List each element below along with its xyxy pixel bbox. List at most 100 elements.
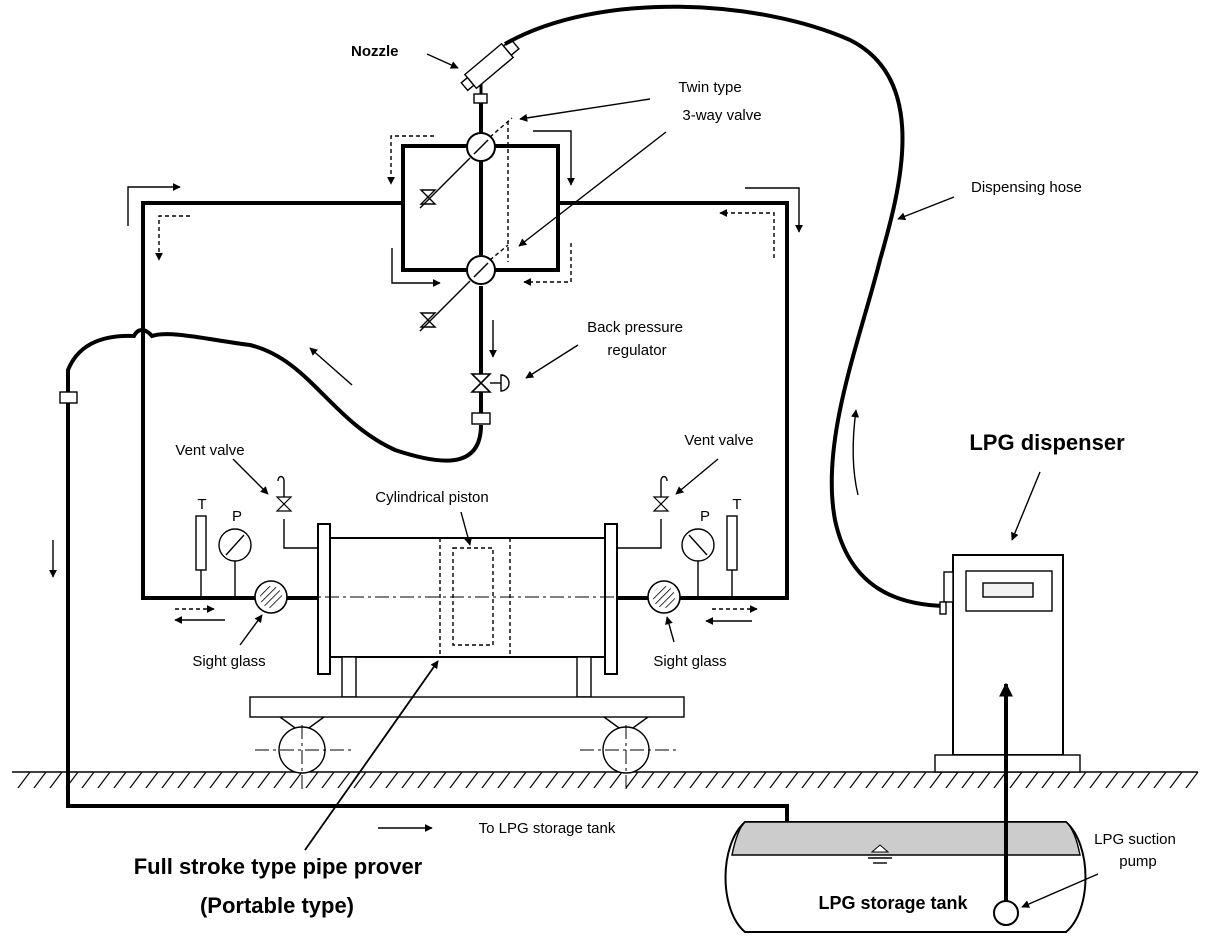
ground-hatch-stroke <box>225 771 239 789</box>
label-vent-valve-left: Vent valve <box>175 442 244 459</box>
instruments-left <box>195 475 318 614</box>
ground-hatch-stroke <box>1057 771 1071 789</box>
ground-hatch-stroke <box>353 771 367 789</box>
ground-hatch-stroke <box>657 771 671 789</box>
ground-hatch-stroke <box>609 771 623 789</box>
ground-hatch-stroke <box>209 771 223 789</box>
trolley <box>249 656 685 790</box>
ground-hatch-stroke <box>1121 771 1135 789</box>
back-pressure-regulator <box>470 373 510 425</box>
ground-hatch-stroke <box>1169 771 1183 789</box>
ground-hatch-stroke <box>1073 771 1087 789</box>
ground-hatch-stroke <box>81 771 95 789</box>
ground-hatch-stroke <box>705 771 719 789</box>
twin-3-way-valve <box>401 100 560 413</box>
labels: Nozzle Twin type 3-way valve Dispensing … <box>134 43 1176 918</box>
ground-hatch-stroke <box>321 771 335 789</box>
ground-hatch-stroke <box>17 771 31 789</box>
ground-hatch <box>17 771 1199 789</box>
label-sight-glass-right: Sight glass <box>653 653 726 670</box>
dispensing-hose <box>504 4 946 608</box>
ground-hatch-stroke <box>865 771 879 789</box>
ground-hatch-stroke <box>801 771 815 789</box>
ground-hatch-stroke <box>401 771 415 789</box>
pipe-prover <box>300 511 640 675</box>
return-pipe <box>66 328 794 902</box>
ground-hatch-stroke <box>1089 771 1103 789</box>
ground-hatch-stroke <box>513 771 527 789</box>
ground-hatch-stroke <box>241 771 255 789</box>
ground-hatch-stroke <box>161 771 175 789</box>
ground-hatch-stroke <box>113 771 127 789</box>
label-sight-glass-left: Sight glass <box>192 653 265 670</box>
ground-hatch-stroke <box>689 771 703 789</box>
ground-hatch-stroke <box>961 771 975 789</box>
label-storage-tank: LPG storage tank <box>818 893 968 913</box>
label-cylindrical-piston: Cylindrical piston <box>375 489 488 506</box>
ground-hatch-stroke <box>369 771 383 789</box>
lpg-dispenser <box>934 554 1081 773</box>
ground-hatch-stroke <box>1185 771 1199 789</box>
ground-hatch-stroke <box>273 771 287 789</box>
ground-hatch-stroke <box>257 771 271 789</box>
ground-hatch-stroke <box>817 771 831 789</box>
instruments-right <box>617 475 738 614</box>
ground-hatch-stroke <box>385 771 399 789</box>
ground-hatch-stroke <box>881 771 895 789</box>
suction-pump <box>993 900 1019 926</box>
label-dispensing-hose: Dispensing hose <box>971 179 1082 196</box>
nozzle <box>460 38 520 104</box>
label-back-pressure-line1: Back pressure <box>587 319 683 336</box>
ground-hatch-stroke <box>305 771 319 789</box>
ground-hatch-stroke <box>945 771 959 789</box>
label-prover-title-line1: Full stroke type pipe prover <box>134 854 423 879</box>
label-to-storage: To LPG storage tank <box>479 820 616 837</box>
ground-hatch-stroke <box>1105 771 1119 789</box>
lpg-storage-tank <box>724 821 1087 933</box>
ground-hatch-stroke <box>769 771 783 789</box>
label-t-left: T <box>197 496 206 513</box>
ground-hatch-stroke <box>337 771 351 789</box>
label-twin-valve-line2: 3-way valve <box>682 107 761 124</box>
ground-hatch-stroke <box>1025 771 1039 789</box>
ground-hatch-stroke <box>177 771 191 789</box>
ground-hatch-stroke <box>641 771 655 789</box>
ground-hatch-stroke <box>145 771 159 789</box>
ground-hatch-stroke <box>753 771 767 789</box>
ground-hatch-stroke <box>1153 771 1167 789</box>
cylindrical-piston <box>452 547 494 646</box>
ground-hatch-stroke <box>97 771 111 789</box>
ground-hatch-stroke <box>481 771 495 789</box>
label-suction-pump-line2: pump <box>1119 853 1157 870</box>
label-back-pressure-line2: regulator <box>607 342 666 359</box>
ground-hatch-stroke <box>129 771 143 789</box>
ground-hatch-stroke <box>33 771 47 789</box>
label-t-right: T <box>732 496 741 513</box>
hose-coupling-left <box>59 391 78 404</box>
leader-lines <box>232 53 1099 908</box>
ground-hatch-stroke <box>529 771 543 789</box>
label-suction-pump-line1: LPG suction <box>1094 831 1176 848</box>
ground-hatch-stroke <box>417 771 431 789</box>
ground-hatch-stroke <box>193 771 207 789</box>
label-prover-title-line2: (Portable type) <box>200 893 354 918</box>
ground-hatch-stroke <box>625 771 639 789</box>
label-lpg-dispenser: LPG dispenser <box>969 430 1125 455</box>
ground-hatch-stroke <box>561 771 575 789</box>
label-p-left: P <box>232 508 242 525</box>
ground-hatch-stroke <box>545 771 559 789</box>
ground-hatch-stroke <box>1009 771 1023 789</box>
flow-arrows <box>49 130 860 832</box>
ground-hatch-stroke <box>289 771 303 789</box>
ground <box>12 771 1199 789</box>
ground-hatch-stroke <box>433 771 447 789</box>
ground-hatch-stroke <box>833 771 847 789</box>
ground-hatch-stroke <box>593 771 607 789</box>
ground-hatch-stroke <box>897 771 911 789</box>
label-vent-valve-right: Vent valve <box>684 432 753 449</box>
label-p-right: P <box>700 508 710 525</box>
ground-hatch-stroke <box>1137 771 1151 789</box>
label-twin-valve-line1: Twin type <box>678 79 741 96</box>
ground-hatch-stroke <box>913 771 927 789</box>
